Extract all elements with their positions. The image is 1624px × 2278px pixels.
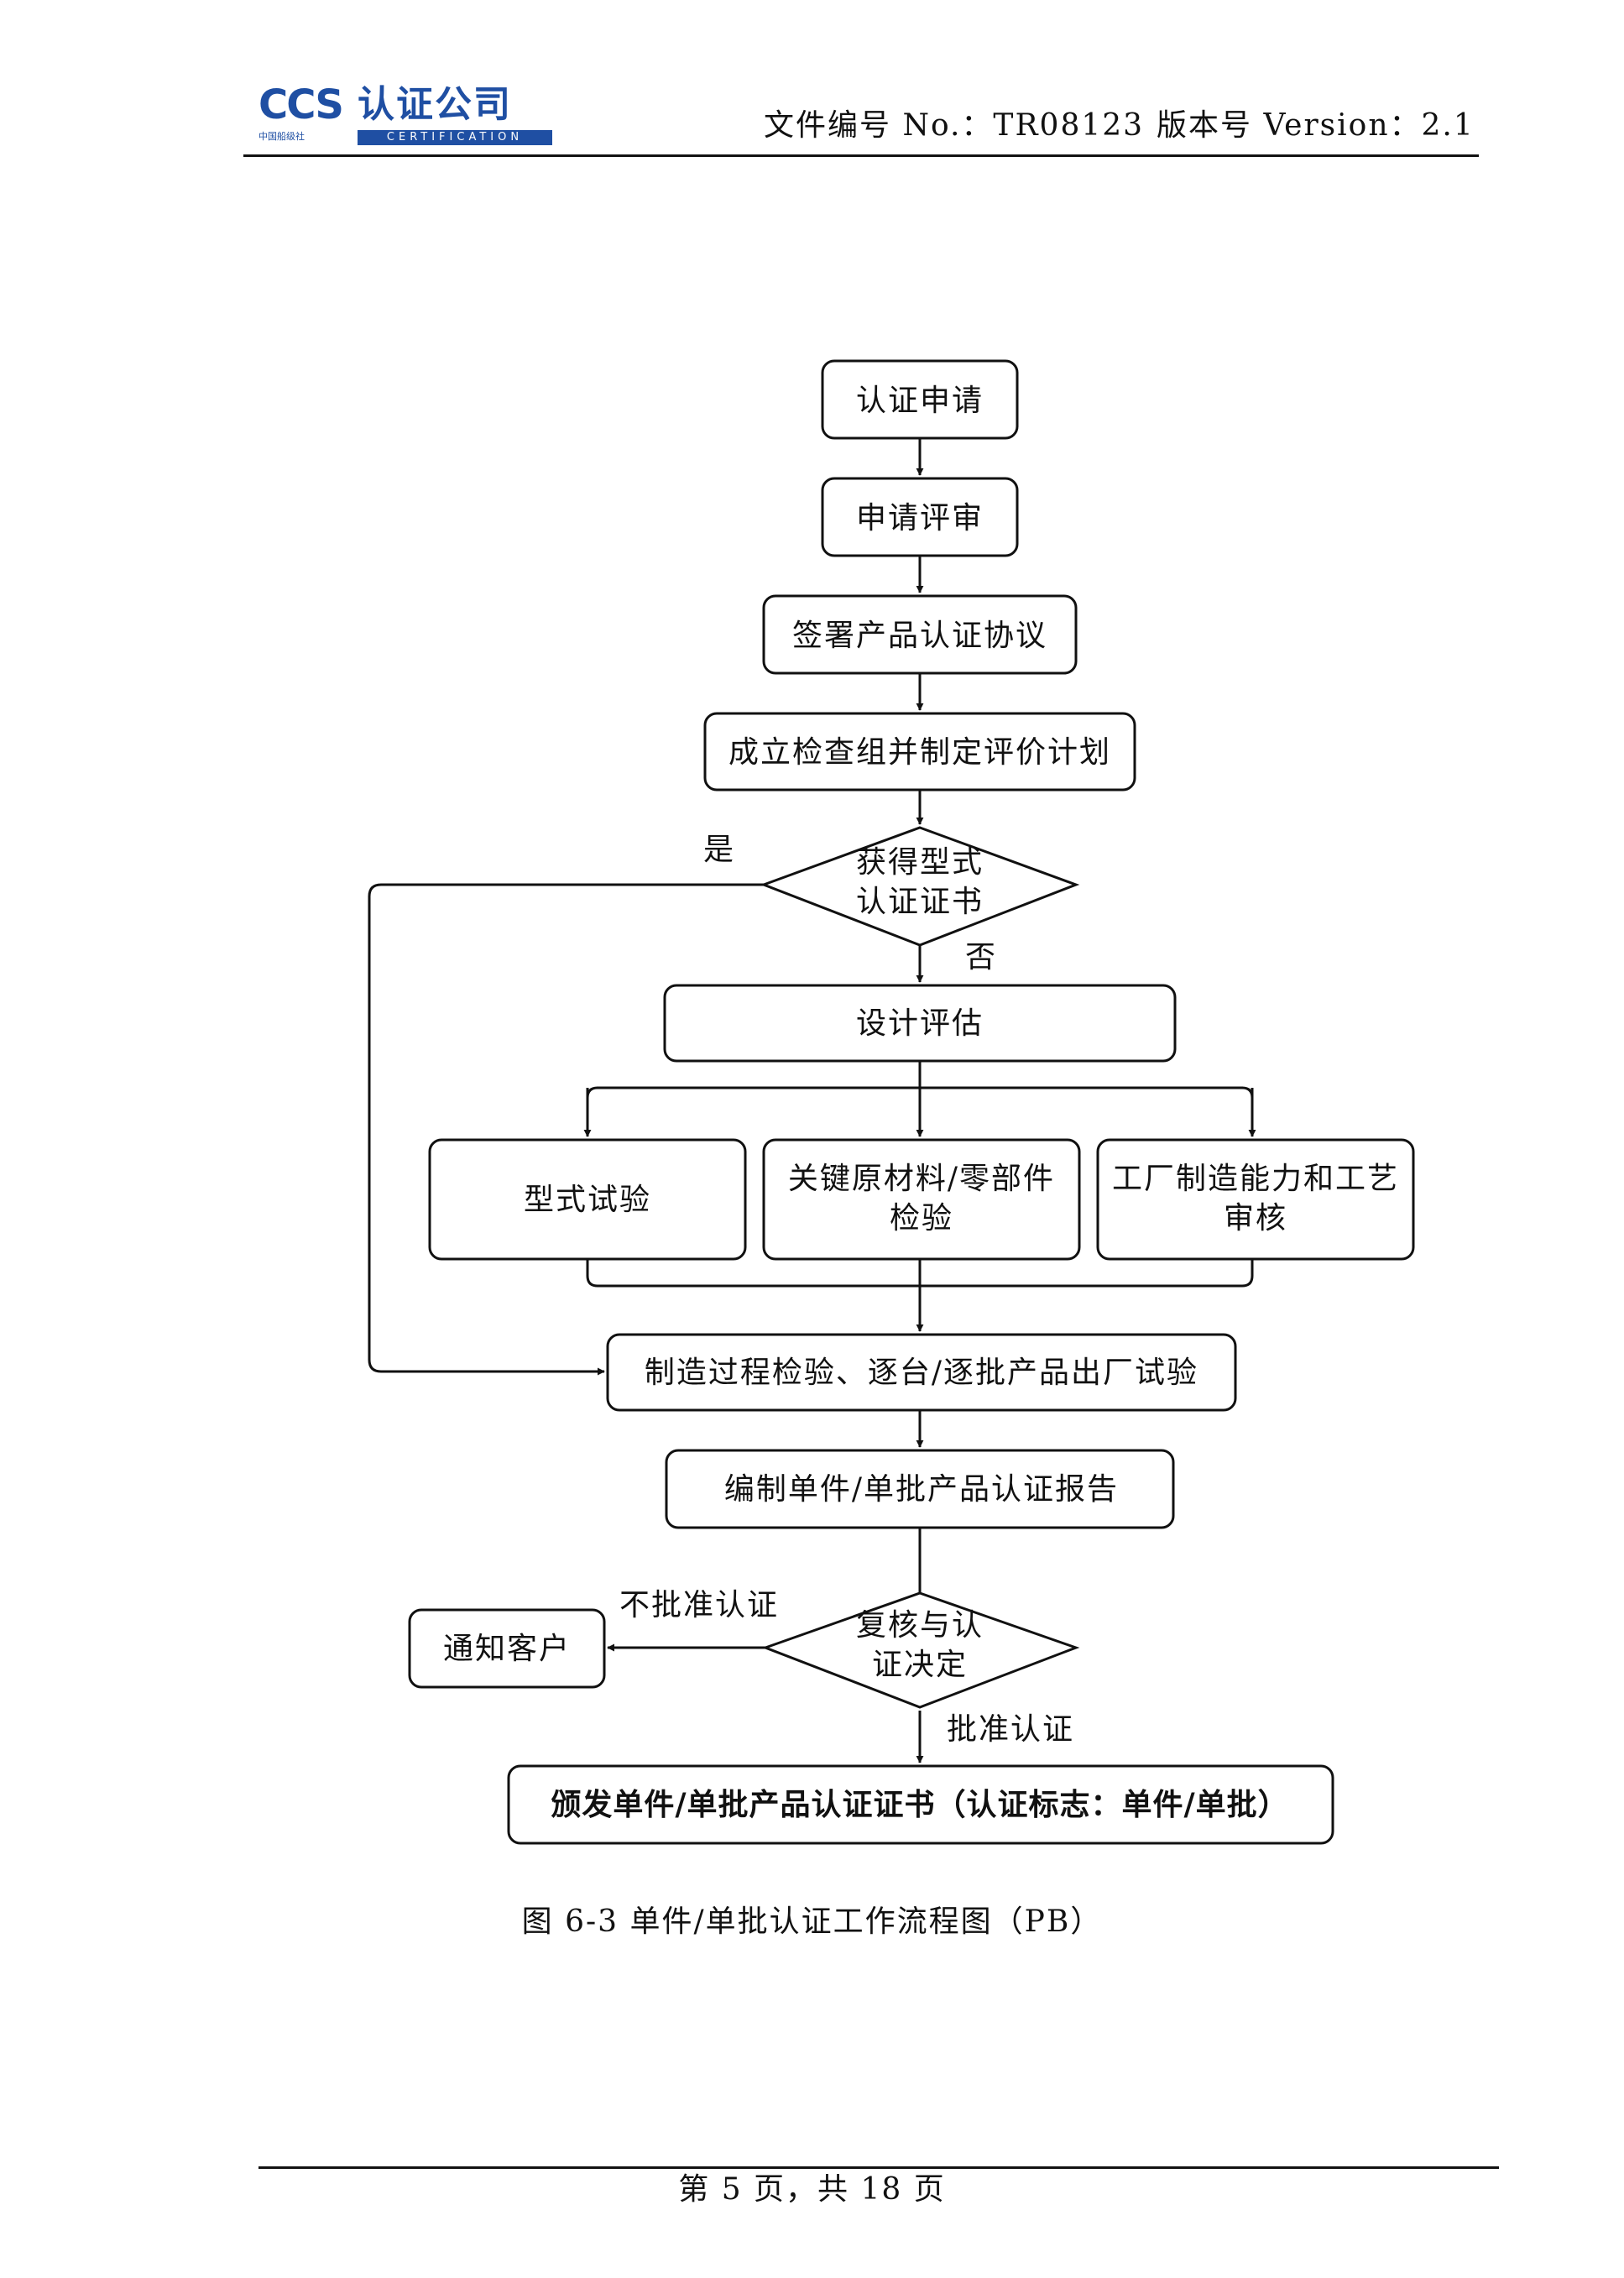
figure-caption: 图 6-3 单件/单批认证工作流程图（PB） bbox=[521, 1904, 1103, 1939]
label-final-decision-2: 证决定 bbox=[872, 1648, 968, 1682]
node-type-test bbox=[428, 1138, 747, 1261]
node-final-decision bbox=[761, 1591, 1080, 1709]
label-factory-1: 工厂制造能力和工艺 bbox=[1112, 1162, 1399, 1196]
flowchart: 认证申请 申请评审 签署产品认证协议 成立检查组并制定评价计划 获得型式 认证证… bbox=[368, 359, 1415, 1845]
edge-label-reject: 不批准认证 bbox=[619, 1588, 779, 1622]
node-issue bbox=[507, 1764, 1334, 1845]
node-sign bbox=[762, 594, 1078, 675]
node-apply bbox=[821, 359, 1019, 440]
edge-label-yes: 是 bbox=[703, 833, 734, 867]
label-review: 申请评审 bbox=[856, 501, 984, 536]
node-team bbox=[703, 712, 1136, 792]
label-has-cert-2: 认证证书 bbox=[856, 885, 984, 919]
footer-rule bbox=[258, 2166, 1499, 2169]
label-has-cert-1: 获得型式 bbox=[856, 845, 984, 880]
label-sign: 签署产品认证协议 bbox=[792, 619, 1047, 653]
edge-label-no: 否 bbox=[965, 940, 995, 974]
node-key-material bbox=[762, 1138, 1081, 1261]
page-number: 第 5 页，共 18 页 bbox=[678, 2172, 946, 2207]
label-team: 成立检查组并制定评价计划 bbox=[728, 735, 1111, 770]
node-process bbox=[606, 1333, 1237, 1412]
ccs-logo: CCS 认证公司 中国船级社 CERTIFICATION bbox=[258, 80, 561, 147]
label-issue: 颁发单件/单批产品认证证书（认证标志：单件/单批） bbox=[551, 1787, 1288, 1822]
split-corner-left bbox=[586, 1086, 598, 1099]
label-key-material-1: 关键原材料/零部件 bbox=[788, 1162, 1055, 1196]
logo-mark: CCS bbox=[258, 81, 344, 128]
label-key-material-2: 检验 bbox=[890, 1201, 953, 1236]
label-design: 设计评估 bbox=[856, 1006, 984, 1041]
logo-subtitle: 中国船级社 bbox=[258, 131, 305, 142]
node-notify bbox=[408, 1608, 606, 1689]
label-factory-2: 审核 bbox=[1224, 1201, 1287, 1236]
document-version: 版本号 Version：2.1 bbox=[1157, 108, 1475, 143]
node-design bbox=[663, 984, 1177, 1063]
label-type-test: 型式试验 bbox=[524, 1183, 651, 1217]
node-has-cert-decision bbox=[760, 826, 1080, 947]
node-review bbox=[821, 477, 1019, 557]
edge-label-approve: 批准认证 bbox=[947, 1712, 1074, 1747]
label-process: 制造过程检验、逐台/逐批产品出厂试验 bbox=[645, 1356, 1198, 1390]
label-apply: 认证申请 bbox=[856, 384, 984, 418]
logo-text: 认证公司 bbox=[358, 83, 512, 126]
edge-yes-bypass bbox=[368, 883, 764, 1376]
label-final-decision-1: 复核与认 bbox=[856, 1608, 984, 1643]
logo-bar: CERTIFICATION bbox=[358, 130, 552, 145]
node-factory bbox=[1096, 1138, 1415, 1261]
document-number: 文件编号 No.：TR08123 bbox=[764, 108, 1145, 143]
header-rule bbox=[243, 154, 1479, 157]
node-report bbox=[665, 1449, 1175, 1529]
label-notify: 通知客户 bbox=[443, 1632, 571, 1666]
label-report: 编制单件/单批产品认证报告 bbox=[724, 1472, 1119, 1507]
split-corner-right bbox=[1241, 1086, 1254, 1099]
